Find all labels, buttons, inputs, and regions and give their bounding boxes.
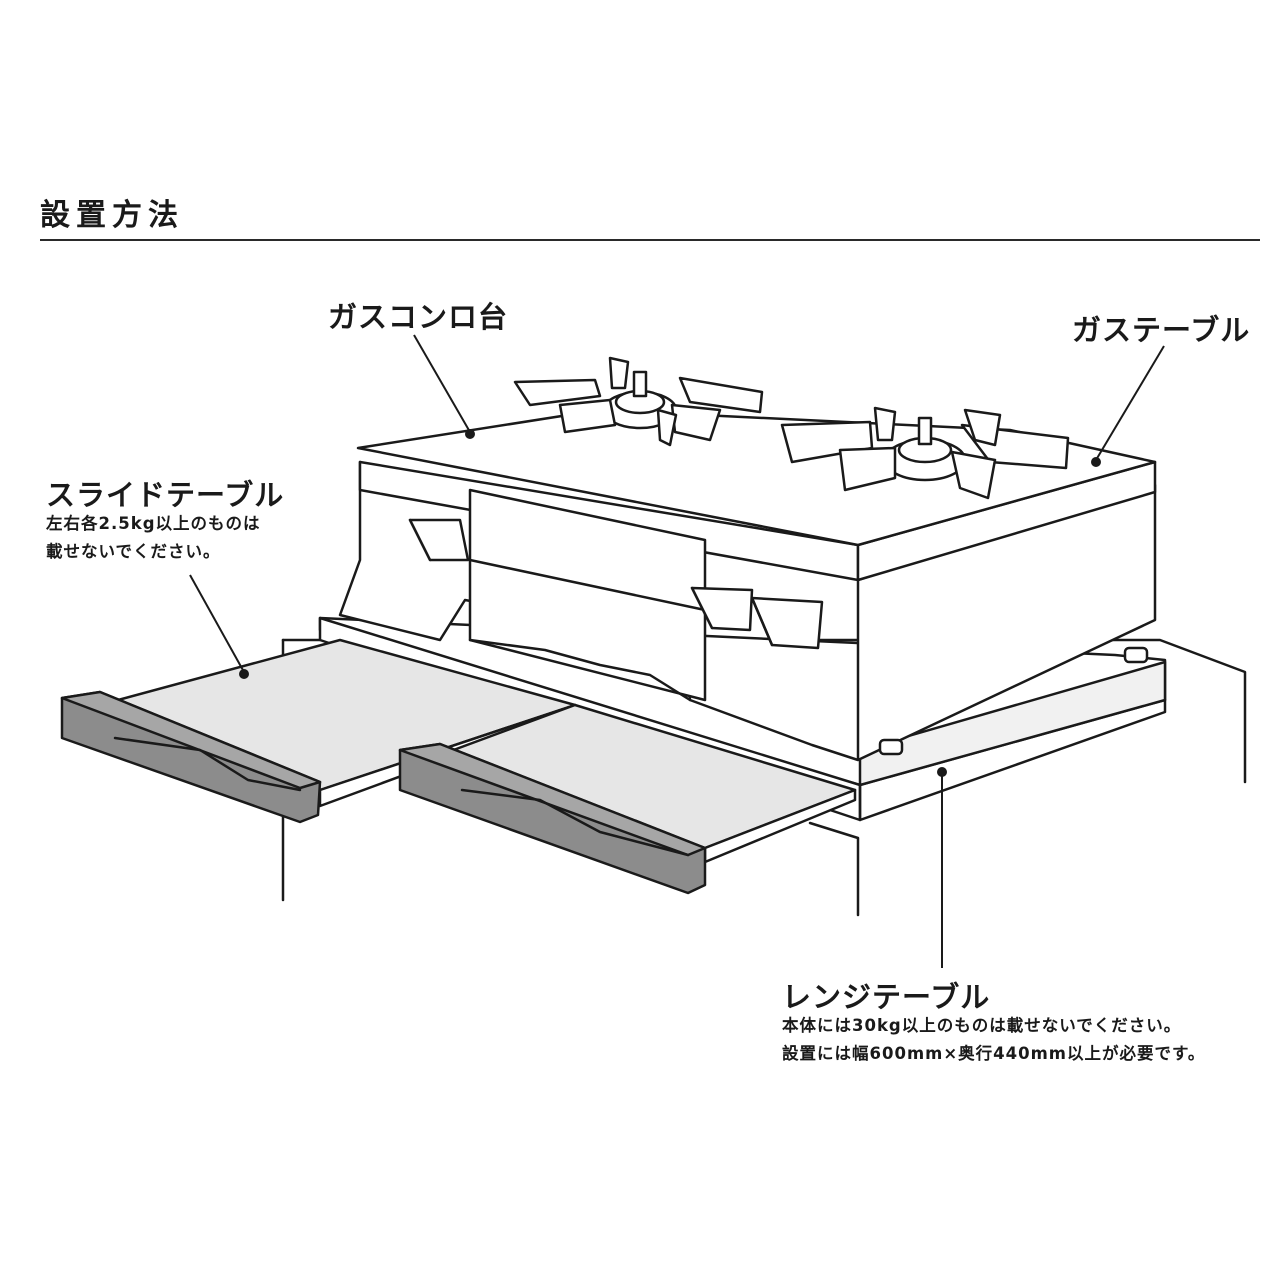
label-gas-table: ガステーブル — [1072, 307, 1250, 349]
range-table-note-1: 本体には30kg以上のものは載せないでください。 — [782, 1012, 1181, 1040]
label-stove-stand: ガスコンロ台 — [328, 294, 508, 336]
label-slide-table: スライドテーブル — [46, 472, 284, 514]
slide-table-note-2: 載せないでください。 — [46, 538, 221, 566]
slide-table-note-1: 左右各2.5kg以上のものは — [46, 510, 261, 538]
label-range-table: レンジテーブル — [782, 974, 990, 1016]
range-table-note-2: 設置には幅600mm×奥行440mm以上が必要です。 — [782, 1040, 1205, 1068]
